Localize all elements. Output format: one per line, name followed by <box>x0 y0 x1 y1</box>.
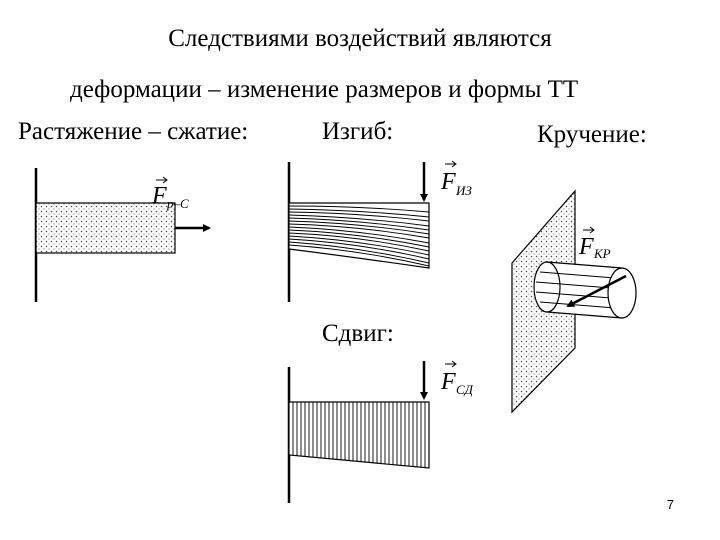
torsion-force-subscript: КР <box>593 246 611 261</box>
torsion-force-label: F КР <box>578 226 611 261</box>
torsion-diagram: F КР <box>511 189 637 414</box>
page-number: 7 <box>666 497 674 512</box>
shear-diagram: F СД <box>287 360 474 503</box>
shear-force-subscript: СД <box>456 382 474 397</box>
torsion-cylinder <box>533 261 637 319</box>
tension-bar <box>35 202 176 254</box>
tension-force-subscript: р–С <box>166 196 189 211</box>
shear-force-label: F СД <box>440 360 474 397</box>
torsion-force-arrow <box>566 274 627 308</box>
label-bending: Изгиб: <box>322 118 394 145</box>
title-line-2: деформации – изменение размеров и формы … <box>70 76 579 103</box>
label-shear: Сдвиг: <box>322 320 394 347</box>
bending-fibers <box>288 205 430 267</box>
title-line-1: Следствиями воздействий являются <box>168 25 552 52</box>
shear-force-symbol: F <box>440 369 456 395</box>
tension-diagram: F р–С <box>34 168 211 302</box>
tension-force-symbol: F <box>151 183 167 209</box>
label-tension-compression: Растяжение – сжатие: <box>18 118 249 145</box>
bending-force-symbol: F <box>440 169 456 195</box>
bending-force-subscript: ИЗ <box>455 183 472 198</box>
label-torsion: Кручение: <box>537 121 647 148</box>
torsion-force-symbol: F <box>578 234 594 260</box>
bending-diagram: F ИЗ <box>287 160 472 302</box>
shear-block <box>288 401 430 469</box>
bending-force-label: F ИЗ <box>440 160 472 198</box>
tension-force-label: F р–С <box>151 176 189 211</box>
